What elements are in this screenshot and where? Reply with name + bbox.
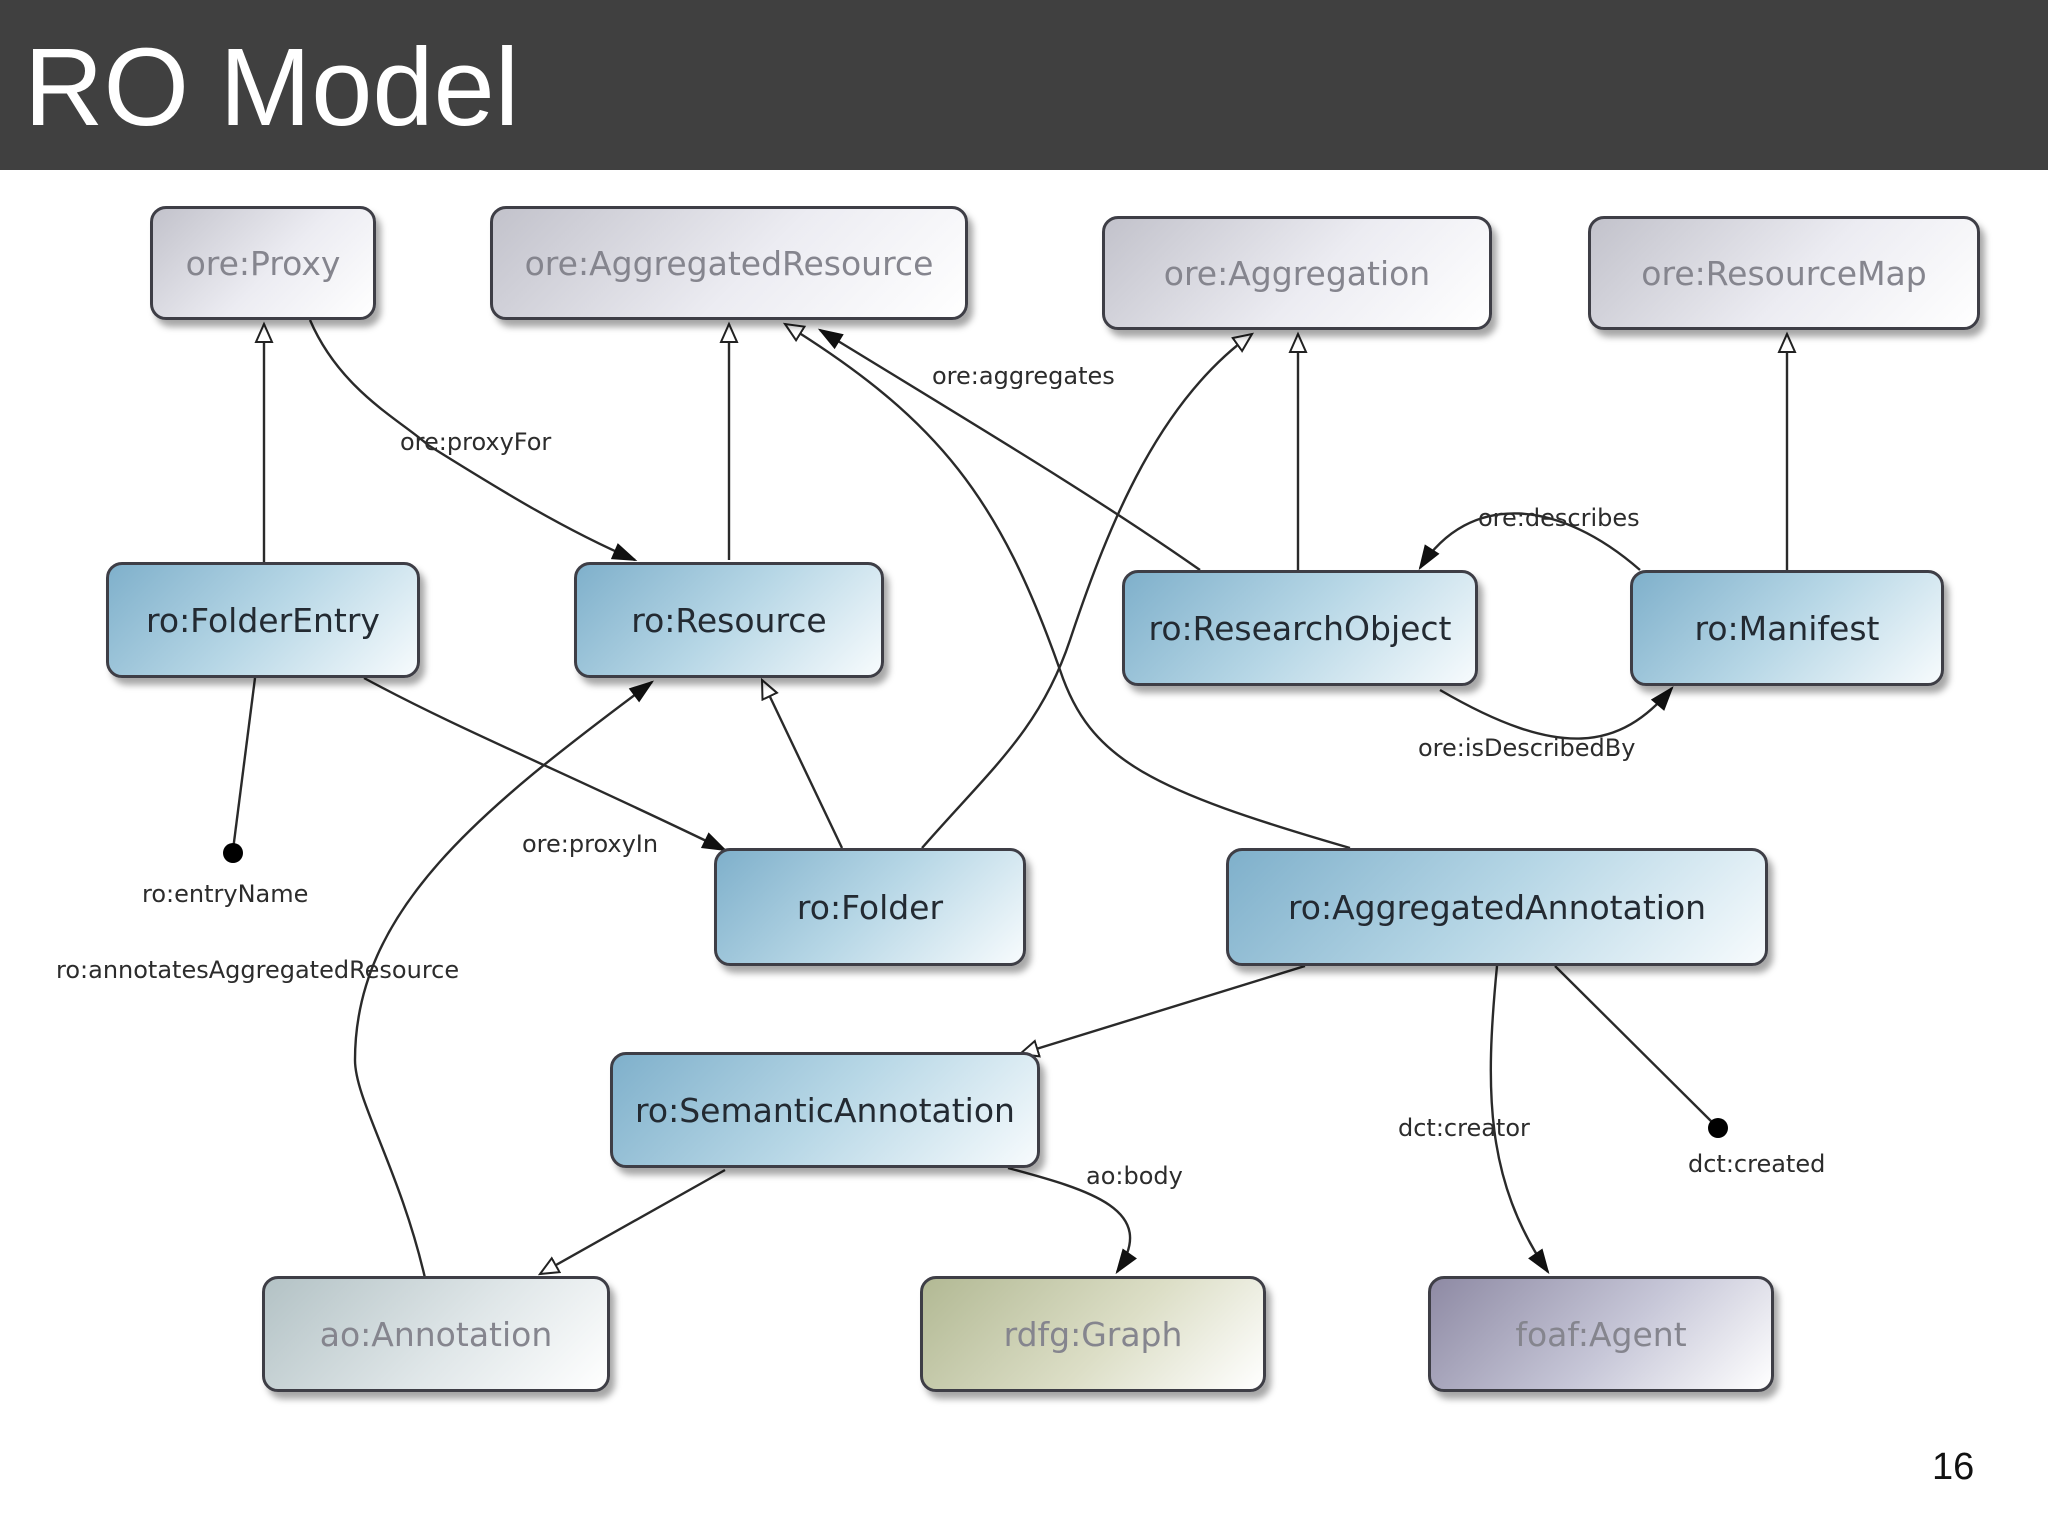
edge-aggannotation-semanticannotation xyxy=(1017,964,1306,1058)
label-isdescribedby: ore:isDescribedBy xyxy=(1418,734,1636,762)
edge-layer xyxy=(223,319,1797,1279)
edge-entryname xyxy=(231,677,257,851)
edge-body xyxy=(1007,1166,1137,1275)
node-ro-folderentry: ro:FolderEntry xyxy=(106,562,420,678)
edge-creator xyxy=(1489,965,1550,1275)
node-ro-resource: ro:Resource xyxy=(574,562,884,678)
edge-folder-resource xyxy=(760,677,844,849)
node-ro-semanticannotation: ro:SemanticAnnotation xyxy=(610,1052,1040,1168)
node-ro-folder: ro:Folder xyxy=(714,848,1026,966)
node-ore-aggregated-resource: ore:AggregatedResource xyxy=(490,206,968,320)
node-ore-resourcemap: ore:ResourceMap xyxy=(1588,216,1980,330)
edge-annotates xyxy=(353,680,655,1279)
label-describes: ore:describes xyxy=(1478,504,1640,532)
edge-created xyxy=(1554,965,1719,1129)
entryname-dot xyxy=(223,843,243,863)
edge-proxyfor xyxy=(308,319,638,562)
edge-aggannotation-aggregatedresource xyxy=(782,322,1351,850)
diagram: ore:aggregates ore:proxyFor ore:describe… xyxy=(0,170,2048,1536)
node-ro-aggregatedannotation: ro:AggregatedAnnotation xyxy=(1226,848,1768,966)
node-ore-proxy: ore:Proxy xyxy=(150,206,376,320)
edge-describes xyxy=(1418,512,1641,571)
edge-proxyin xyxy=(363,676,728,852)
node-ro-researchobject: ro:ResearchObject xyxy=(1122,570,1478,686)
edge-aggregates xyxy=(817,328,1201,571)
edge-semanticannotation-annotation xyxy=(537,1168,726,1276)
label-creator: dct:creator xyxy=(1398,1114,1530,1142)
label-proxyin: ore:proxyIn xyxy=(522,830,659,858)
title-bar: RO Model xyxy=(0,0,2048,170)
label-created: dct:created xyxy=(1688,1150,1826,1178)
slide-title: RO Model xyxy=(24,26,520,149)
label-proxyfor: ore:proxyFor xyxy=(400,428,552,456)
label-body: ao:body xyxy=(1086,1162,1183,1190)
label-annotates: ro:annotatesAggregatedResource xyxy=(56,956,460,984)
node-ore-aggregation: ore:Aggregation xyxy=(1102,216,1492,330)
page-number: 16 xyxy=(1932,1446,1975,1488)
edge-isdescribedby xyxy=(1439,686,1674,740)
node-ro-manifest: ro:Manifest xyxy=(1630,570,1944,686)
node-foaf-agent: foaf:Agent xyxy=(1428,1276,1774,1392)
label-entryname: ro:entryName xyxy=(142,880,309,908)
created-dot xyxy=(1708,1118,1728,1138)
label-aggregates: ore:aggregates xyxy=(932,362,1115,390)
node-rdfg-graph: rdfg:Graph xyxy=(920,1276,1266,1392)
edge-folder-aggregation xyxy=(921,332,1254,849)
node-ao-annotation: ao:Annotation xyxy=(262,1276,610,1392)
